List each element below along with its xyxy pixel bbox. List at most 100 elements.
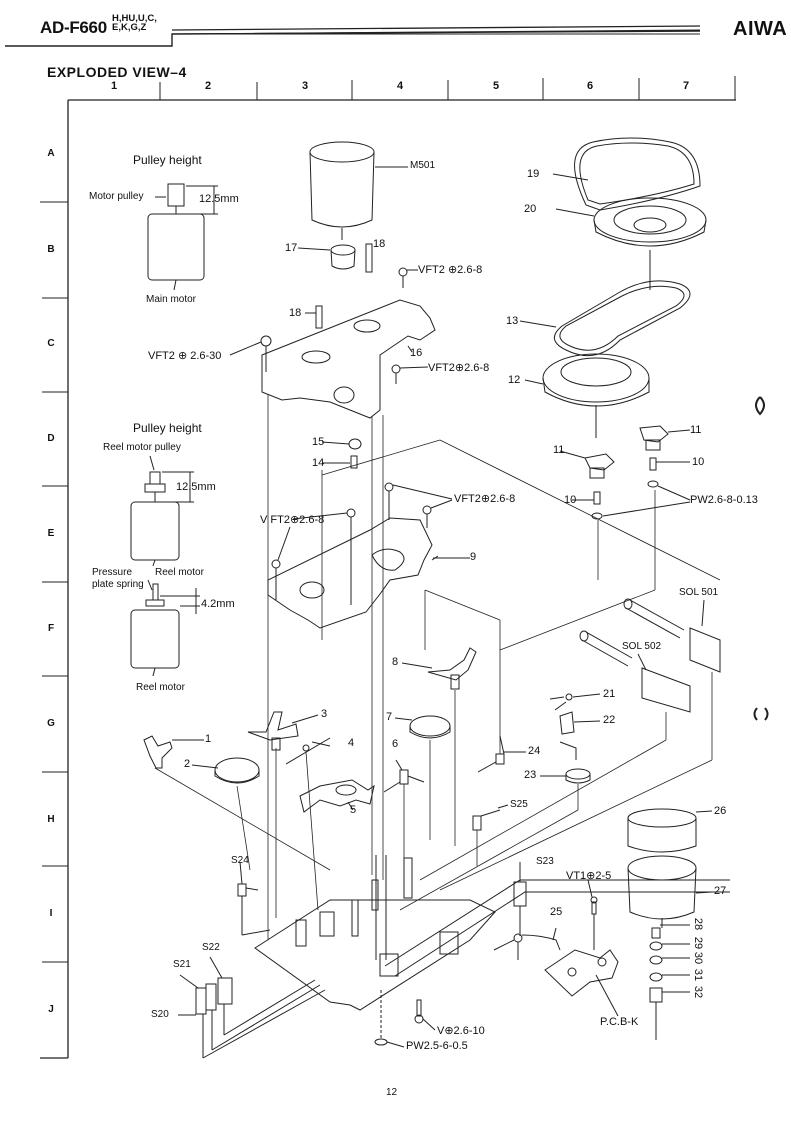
grid-column-label: 6 — [586, 80, 594, 92]
label-pcb-k: P.C.B-K — [600, 1016, 639, 1028]
label-screw-v-2.6-10: V⊕2.6-10 — [437, 1025, 485, 1037]
pcb-k — [544, 949, 619, 1017]
label-21: 21 — [603, 688, 616, 700]
model-number: AD-F660 — [40, 18, 107, 37]
inset-title: Pulley height — [133, 153, 202, 167]
label-13: 13 — [506, 315, 519, 327]
grid-row-label: E — [47, 528, 55, 539]
grid-column-label: 7 — [682, 80, 690, 92]
grid-column-label: 1 — [110, 80, 118, 92]
label-19: 19 — [527, 168, 540, 180]
spring-21 — [549, 693, 601, 711]
label-s24: S24 — [231, 855, 249, 866]
label-screw-vft-2.6-8: VFT2⊕2.6-8 — [428, 362, 490, 374]
main-motor-label: Main motor — [146, 294, 197, 305]
reel-motor-pulley-label: Reel motor pulley — [103, 442, 181, 453]
screw-vt1-2-5 — [587, 879, 598, 950]
label-7: 7 — [386, 711, 393, 723]
label-sol501: SOL 501 — [679, 587, 719, 598]
grid-row-label: G — [47, 718, 55, 729]
grid-column-label: 5 — [492, 80, 500, 92]
grid-row-label: J — [48, 1004, 54, 1015]
label-27: 27 — [714, 885, 727, 897]
motor-cover-26 — [627, 808, 713, 853]
grid-row-label: H — [47, 814, 55, 825]
label-10: 10 — [564, 494, 577, 506]
chassis-bracket-16 — [261, 299, 436, 419]
screw-vft-2.6-8-b — [391, 364, 429, 384]
label-18: 18 — [373, 238, 386, 250]
label-25: 25 — [550, 906, 563, 918]
label-18: 18 — [289, 307, 302, 319]
label-5: 5 — [350, 804, 357, 816]
motor-pulley-17 — [297, 244, 356, 270]
label-screw-vft-2.6-8: VFT2 ⊕2.6-8 — [418, 264, 483, 276]
spring-10 — [649, 457, 657, 471]
solenoid-sol501 — [623, 598, 721, 673]
assembly-guide-lines — [154, 395, 721, 940]
label-s25: S25 — [510, 799, 528, 810]
switch-s23 — [513, 862, 527, 936]
reel-table-12 — [524, 353, 650, 438]
label-screw-vt1-2-5: VT1⊕2-5 — [566, 870, 612, 882]
inset-main-motor-art — [147, 183, 218, 291]
flywheel-20 — [555, 197, 707, 290]
label-31: 31 — [692, 968, 705, 982]
brand-logo: AIWA — [733, 18, 788, 40]
lever-3 — [247, 711, 319, 751]
label-washer-pw2.5-6: PW2.5-6-0.5 — [406, 1040, 468, 1052]
chassis-plate-9 — [267, 517, 439, 629]
header-rule — [5, 30, 701, 47]
grid-row-label: I — [49, 908, 53, 919]
label-23: 23 — [524, 769, 537, 781]
plate-spring-label: plate spring — [92, 579, 144, 590]
label-26: 26 — [714, 805, 727, 817]
grid-row-label: A — [47, 148, 55, 159]
column-ticks — [159, 76, 736, 100]
label-s23: S23 — [536, 856, 554, 867]
label-s22: S22 — [202, 942, 220, 953]
switch-s25 — [472, 804, 509, 831]
label-10: 10 — [692, 456, 705, 468]
label-washer-pw2.6-8: PW2.6-8-0.13 — [690, 494, 758, 506]
label-12: 12 — [508, 374, 521, 386]
label-29: 29 — [692, 936, 705, 950]
lead-25 — [493, 927, 561, 960]
label-screw-vft-2.6-8: V FT2⊕2.6-8 — [260, 514, 325, 526]
label-17: 17 — [285, 242, 298, 254]
solenoid-sol502 — [579, 630, 691, 713]
screws-vft-2.6-8-c — [384, 482, 453, 528]
reel-motor-small-parts — [649, 924, 690, 1040]
grid-row-label: D — [47, 433, 55, 444]
washer-pw2.5 — [374, 990, 405, 1048]
label-16: 16 — [410, 347, 423, 359]
pinch-roller-23 — [540, 741, 591, 784]
label-11: 11 — [690, 424, 702, 436]
pressure-label: Pressure — [92, 567, 133, 578]
label-6: 6 — [392, 738, 399, 750]
spring-24 — [477, 735, 526, 773]
label-15: 15 — [312, 436, 325, 448]
label-24: 24 — [528, 745, 541, 757]
label-4: 4 — [348, 737, 355, 749]
part-14 — [350, 455, 358, 469]
grid-row-label: C — [47, 338, 55, 349]
label-screw-vft-2.6-8: VFT2⊕2.6-8 — [454, 493, 516, 505]
lever-5 — [299, 779, 375, 813]
page-title: EXPLODED VIEW–4 — [47, 64, 187, 80]
switches-s20-s22 — [178, 956, 326, 1059]
label-9: 9 — [470, 551, 477, 563]
reel-hub-11-a — [559, 450, 615, 479]
label-28: 28 — [692, 917, 705, 931]
gear-7 — [394, 715, 451, 739]
arm-22 — [559, 711, 601, 735]
pulley-height-dimension: 12.5mm — [199, 193, 239, 205]
screw-vft-2.6-30 — [229, 335, 272, 372]
spring-18 — [365, 243, 373, 273]
gear-2 — [191, 757, 260, 784]
reel-motor-label: Reel motor — [136, 682, 185, 693]
label-2: 2 — [184, 758, 191, 770]
belt-19 — [552, 137, 701, 211]
inset-title: Pulley height — [133, 421, 202, 435]
